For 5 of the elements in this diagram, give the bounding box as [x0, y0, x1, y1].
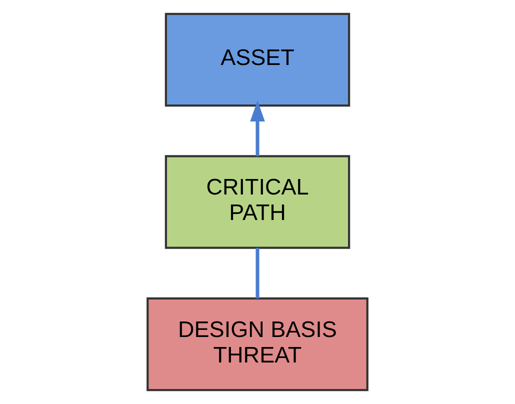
node-box: ASSET — [164, 12, 350, 107]
node-box: DESIGN BASIS THREAT — [146, 297, 368, 392]
node-box: CRITICAL PATH — [164, 155, 350, 249]
arrow — [250, 100, 265, 156]
connector — [256, 248, 260, 298]
